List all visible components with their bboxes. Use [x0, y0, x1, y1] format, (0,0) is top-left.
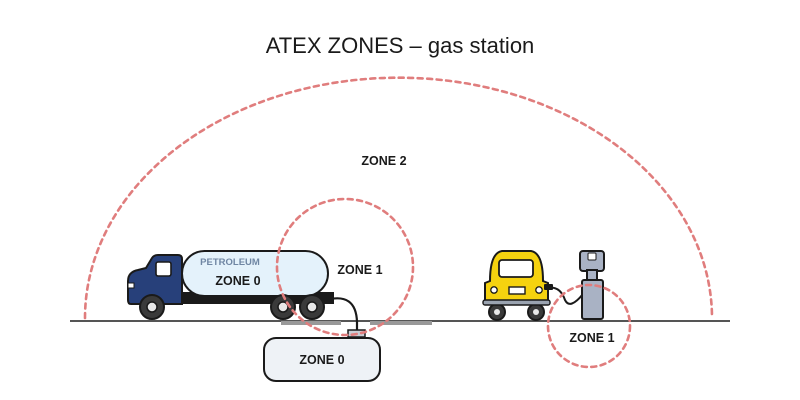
fuel-pump-icon	[579, 250, 605, 320]
storage-tank-icon: ZONE 0	[263, 337, 381, 382]
fuel-nozzle-hose	[545, 286, 584, 305]
pump-zone-1-boundary	[546, 283, 632, 369]
tanker-zone-0-label: ZONE 0	[215, 274, 260, 288]
diagram-title: ATEX ZONES – gas station	[266, 33, 535, 58]
truck-wheel-front	[139, 294, 165, 320]
tanker-tank-text: PETROLEUM	[200, 257, 260, 268]
tanker-tank	[181, 250, 329, 297]
fuel-nozzle	[544, 284, 553, 290]
ground-slab-right	[370, 321, 432, 325]
ground-slab-left	[281, 321, 341, 325]
zone-2-boundary	[83, 76, 714, 320]
transfer-zone-1-label: ZONE 1	[337, 263, 382, 277]
truck-wheel-rear-2	[299, 294, 325, 320]
tanker-truck-icon: PETROLEUM ZONE 0	[127, 250, 334, 320]
underground-zone-0-label: ZONE 0	[299, 353, 344, 367]
pump-zone-1-label: ZONE 1	[569, 331, 614, 345]
zone-2-label: ZONE 2	[361, 154, 406, 168]
truck-wheel-rear-1	[270, 294, 296, 320]
transfer-zone-1-boundary	[275, 197, 415, 337]
transfer-hose	[325, 297, 359, 331]
car-icon	[482, 250, 551, 321]
